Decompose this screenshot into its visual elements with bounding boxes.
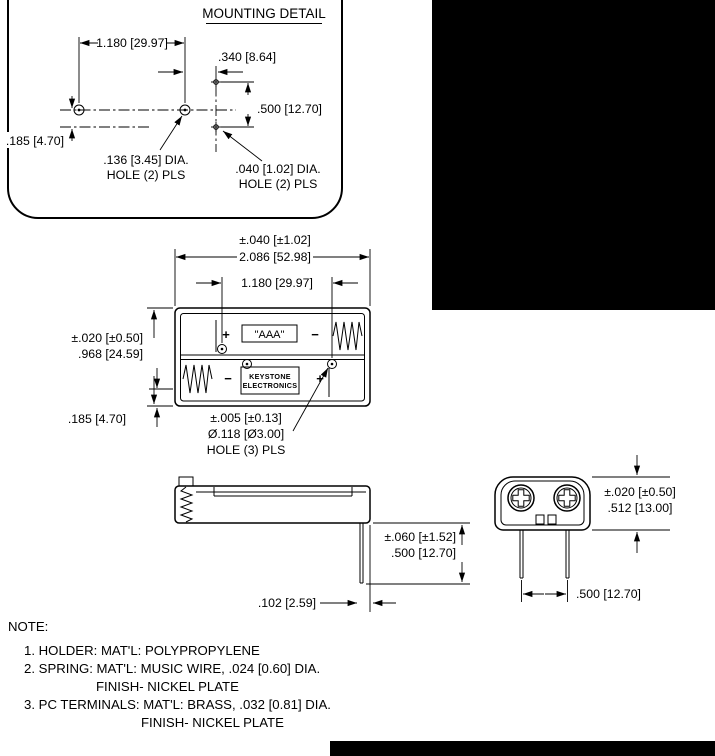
polarity-minus-bottom: − (224, 371, 232, 386)
dim-offset: .340 [8.64] (218, 50, 276, 64)
hole-large-callout: .136 [3.45] DIA. (103, 153, 188, 167)
leader-line (292, 367, 329, 432)
leader-line (222, 130, 263, 162)
dim-centerline-offset: .185 [4.70] (6, 134, 64, 148)
dim-edge-offset: .185 [4.70] (68, 412, 126, 426)
pcb-outline (7, 0, 343, 219)
hole-large-qty: HOLE (2) PLS (107, 168, 186, 182)
mounting-hole-left (73, 104, 85, 116)
holder-outline (174, 307, 371, 407)
phillips-cross-icon (512, 489, 530, 507)
dim-pin-offset: .102 [2.59] (258, 596, 316, 610)
redaction-block-bottom (330, 741, 715, 756)
mounting-hole-right (179, 104, 191, 116)
spring-tab (178, 476, 194, 487)
terminal-slot (547, 514, 557, 525)
spring-side (179, 486, 194, 523)
holder-side-outline (174, 485, 371, 524)
battery-size-label-box (241, 324, 298, 343)
dim-pin-length: .500 [12.70] (391, 546, 456, 560)
end-view: ±.020 [±0.50] .512 [13.00] .500 [12.70] (494, 455, 676, 602)
dim-pin-spacing: .500 [12.70] (576, 587, 641, 601)
note-line-4: 3. PC TERMINALS: MAT'L: BRASS, .032 [0.8… (24, 697, 331, 712)
tol-height: ±.020 [±0.50] (604, 485, 676, 499)
terminal-hole-lower (211, 122, 221, 132)
holder-end-inner (500, 480, 585, 526)
rivet-hole (327, 359, 337, 369)
rivet-head-right-inner (556, 487, 578, 509)
side-view: ±.060 [±1.52] .500 [12.70] .102 [2.59] (174, 476, 470, 612)
redaction-block-top (432, 0, 715, 310)
tol-hole: ±.005 [±0.13] (210, 411, 282, 425)
rivet-head-left (507, 484, 535, 512)
mounting-hole-left-center (77, 108, 81, 112)
rivet-hole-center (330, 362, 334, 366)
rivet-hole (242, 359, 252, 369)
dim-hole-spacing: 1.180 [29.97] (96, 36, 168, 50)
polarity-plus-bottom: + (316, 371, 324, 386)
dim-hole-dia: Ø.118 [Ø3.00] (208, 427, 284, 441)
phillips-cross-icon (558, 489, 576, 507)
note-line-5: FINISH- NICKEL PLATE (141, 715, 284, 730)
rivet-hole-center (245, 362, 249, 366)
dim-hole-spacing: 1.180 [29.97] (241, 276, 313, 290)
rivet-hole (217, 344, 227, 354)
rivet-head-left-inner (510, 487, 532, 509)
mounting-detail-title: MOUNTING DETAIL (202, 6, 326, 21)
note-heading: NOTE: (8, 619, 48, 634)
rivet-head-right (553, 484, 581, 512)
battery-size-label: "AAA" (255, 329, 285, 341)
spring-top-cell (332, 321, 363, 351)
mounting-detail-view: MOUNTING DETAIL 1.180 [29.97] .340 (0, 0, 343, 219)
note-line-1: 1. HOLDER: MAT'L: POLYPROPYLENE (24, 643, 260, 658)
tol-pin-length: ±.060 [±1.52] (384, 530, 456, 544)
notes: NOTE: 1. HOLDER: MAT'L: POLYPROPYLENE 2.… (8, 619, 331, 730)
brand-logo-box (240, 366, 300, 395)
top-view: "AAA" KEYSTONE ELECTRONICS + − − + ±.040… (68, 233, 371, 457)
holder-end-outline (494, 476, 591, 531)
dim-width: .968 [24.59] (78, 347, 143, 361)
dim-pin-spacing: .500 [12.70] (257, 102, 322, 116)
spring-bottom-cell (182, 364, 213, 394)
terminal-hole-upper (211, 77, 221, 87)
note-line-2: 2. SPRING: MAT'L: MUSIC WIRE, .024 [0.60… (24, 661, 320, 676)
brand-name-line2: ELECTRONICS (243, 381, 298, 390)
tol-width: ±.020 [±0.50] (71, 331, 143, 345)
hole-qty: HOLE (3) PLS (207, 443, 286, 457)
dim-length: 2.086 [52.98] (239, 250, 311, 264)
polarity-plus-top: + (222, 327, 230, 342)
mounting-hole-right-center (183, 108, 187, 112)
tol-length: ±.040 [±1.02] (239, 233, 311, 247)
terminal-slot (535, 514, 545, 525)
rivet-hole-center (220, 347, 224, 351)
note-line-3: FINISH- NICKEL PLATE (96, 679, 239, 694)
hole-small-qty: HOLE (2) PLS (239, 177, 318, 191)
hole-small-callout: .040 [1.02] DIA. (235, 162, 320, 176)
holder-inner-wall (180, 313, 365, 402)
polarity-minus-top: − (311, 327, 319, 342)
brand-name: KEYSTONE (249, 372, 291, 381)
leader-line (159, 115, 183, 151)
dim-height: .512 [13.00] (608, 501, 673, 515)
text-mask (0, 132, 66, 148)
